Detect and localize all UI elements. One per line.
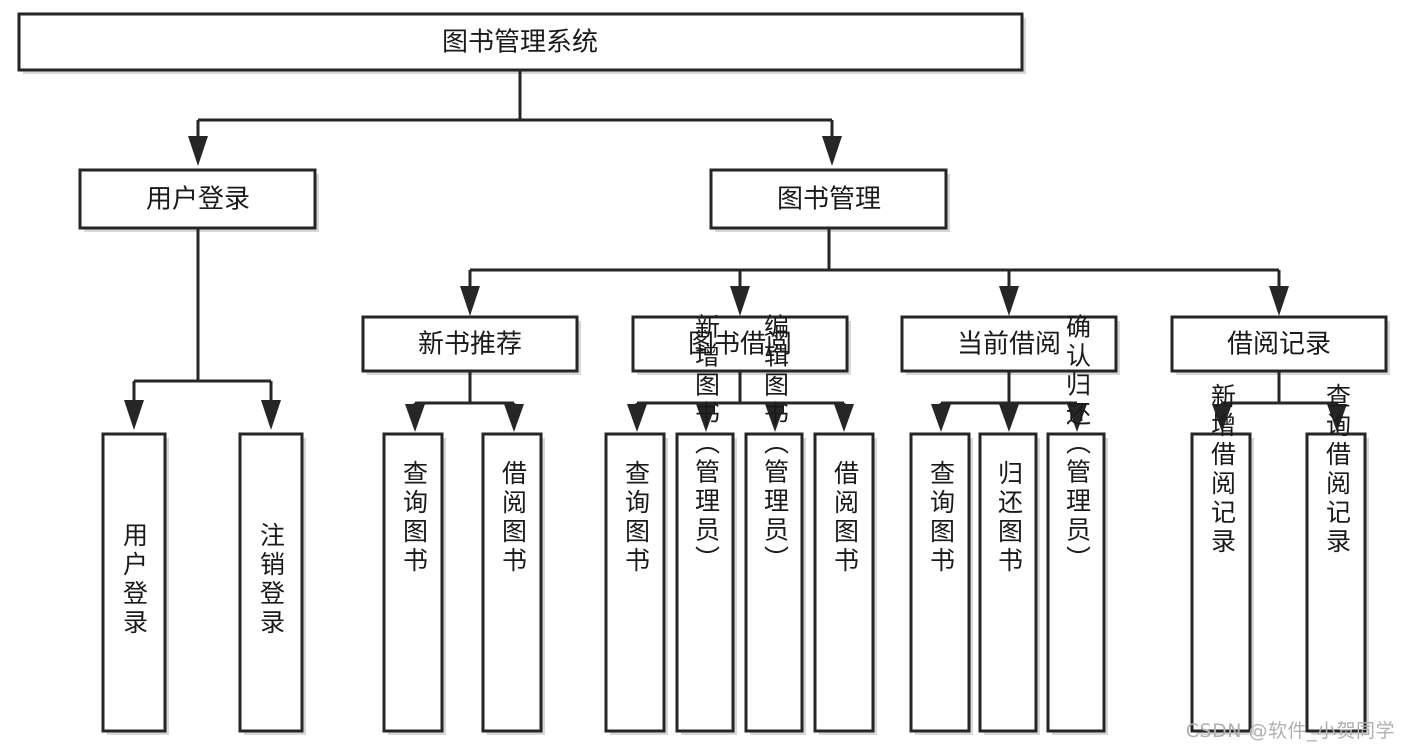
node-new-book-recommend[interactable]: 新书推荐	[361, 315, 581, 375]
leaf-borrow-query-book[interactable]: 查询图书	[604, 432, 668, 735]
arrow-head-icon	[460, 286, 480, 316]
leaf-current-query-book[interactable]: 查询图书	[909, 432, 973, 735]
user-login-label: 用户登录	[146, 185, 250, 215]
connector-user-login-to-leaves	[124, 228, 281, 430]
leaf-box	[1046, 432, 1106, 733]
node-user-login[interactable]: 用户登录	[78, 168, 319, 232]
leaf-box	[1190, 432, 1252, 733]
current-borrow-box	[900, 315, 1118, 373]
leaf-box	[744, 432, 804, 733]
leaf-label: 借阅图书	[831, 460, 860, 576]
arrow-head-icon	[627, 404, 647, 432]
csdn-watermark: CSDN @软件_小贺同学	[1185, 720, 1395, 742]
leaf-box	[675, 432, 735, 733]
leaf-user-login-logout[interactable]: 注销登录	[238, 432, 306, 735]
leaf-recommend-borrow-book[interactable]: 借阅图书	[481, 432, 545, 735]
arrow-head-icon	[124, 400, 144, 430]
leaf-label: 用户登录	[120, 522, 149, 638]
leaf-label: 新增借阅记录	[1208, 383, 1237, 557]
leaf-label: 确认归还（管理员）	[1063, 314, 1092, 575]
arrow-head-icon	[931, 404, 951, 432]
arrow-head-icon	[1327, 404, 1347, 432]
leaf-box	[1305, 432, 1367, 733]
connector-current-borrow-to-leaves	[931, 371, 1087, 432]
leaf-label: 查询图书	[622, 460, 651, 576]
arrow-head-icon	[765, 404, 785, 432]
leaf-user-login-login[interactable]: 用户登录	[101, 432, 169, 735]
borrow-record-box	[1170, 315, 1388, 373]
leaf-recommend-query-book[interactable]: 查询图书	[382, 432, 446, 735]
leaf-label: 新增图书（管理员）	[692, 314, 721, 575]
root-label: 图书管理系统	[442, 28, 598, 58]
borrow-record-label: 借阅记录	[1227, 330, 1331, 360]
new-book-recommend-label: 新书推荐	[418, 330, 522, 360]
leaf-box	[382, 432, 444, 733]
connector-root-to-level2	[188, 70, 842, 166]
node-book-management[interactable]: 图书管理	[709, 168, 950, 232]
leaf-label: 注销登录	[257, 522, 286, 638]
user-login-box	[78, 168, 317, 230]
leaf-record-query-record[interactable]: 查询借阅记录	[1305, 383, 1369, 735]
leaf-box	[813, 432, 875, 733]
arrow-head-icon	[834, 404, 854, 432]
leaf-borrow-add-book[interactable]: 新增图书（管理员）	[675, 314, 737, 736]
root-box	[17, 12, 1024, 72]
arrow-head-icon	[999, 404, 1019, 432]
node-book-borrow[interactable]: 图书借阅	[631, 315, 851, 375]
leaf-box	[909, 432, 971, 733]
leaf-label: 借阅图书	[499, 460, 528, 576]
leaf-label: 查询图书	[927, 460, 956, 576]
arrow-head-icon	[696, 404, 716, 432]
leaf-current-confirm-return[interactable]: 确认归还（管理员）	[1046, 314, 1108, 736]
arrow-head-icon	[261, 400, 281, 430]
node-root[interactable]: 图书管理系统	[17, 12, 1026, 74]
leaf-current-return-book[interactable]: 归还图书	[978, 432, 1040, 735]
leaf-borrow-borrow-book[interactable]: 借阅图书	[813, 432, 877, 735]
arrow-head-icon	[999, 286, 1019, 316]
arrow-head-icon	[1212, 404, 1232, 432]
leaf-label: 归还图书	[995, 460, 1024, 576]
leaf-box	[481, 432, 543, 733]
arrow-head-icon	[1067, 404, 1087, 432]
leaf-label: 查询借阅记录	[1323, 383, 1352, 557]
leaf-record-add-record[interactable]: 新增借阅记录	[1190, 383, 1254, 735]
leaf-label: 编辑图书（管理员）	[761, 314, 790, 575]
leaf-box	[604, 432, 666, 733]
arrow-head-icon	[188, 136, 208, 166]
book-borrow-label: 图书借阅	[688, 330, 792, 360]
node-current-borrow[interactable]: 当前借阅	[900, 315, 1120, 375]
leaf-box	[101, 432, 167, 733]
leaf-borrow-edit-book[interactable]: 编辑图书（管理员）	[744, 314, 806, 736]
arrow-head-icon	[1269, 286, 1289, 316]
arrow-head-icon	[504, 404, 524, 432]
book-borrow-box	[631, 315, 849, 373]
book-management-label: 图书管理	[777, 185, 881, 215]
leaf-box	[238, 432, 304, 733]
leaf-box	[978, 432, 1038, 733]
connector-borrow-record-to-leaves	[1212, 371, 1347, 432]
connector-new-book-recommend-to-leaves	[405, 371, 524, 432]
current-borrow-label: 当前借阅	[957, 330, 1061, 360]
arrow-head-icon	[730, 286, 750, 316]
new-book-recommend-box	[361, 315, 579, 373]
node-borrow-record[interactable]: 借阅记录	[1170, 315, 1390, 375]
arrow-head-icon	[405, 404, 425, 432]
connector-book-management-to-level3	[460, 228, 1289, 316]
connector-book-borrow-to-leaves	[627, 371, 854, 432]
arrow-head-icon	[822, 136, 842, 166]
leaf-label: 查询图书	[400, 460, 429, 576]
